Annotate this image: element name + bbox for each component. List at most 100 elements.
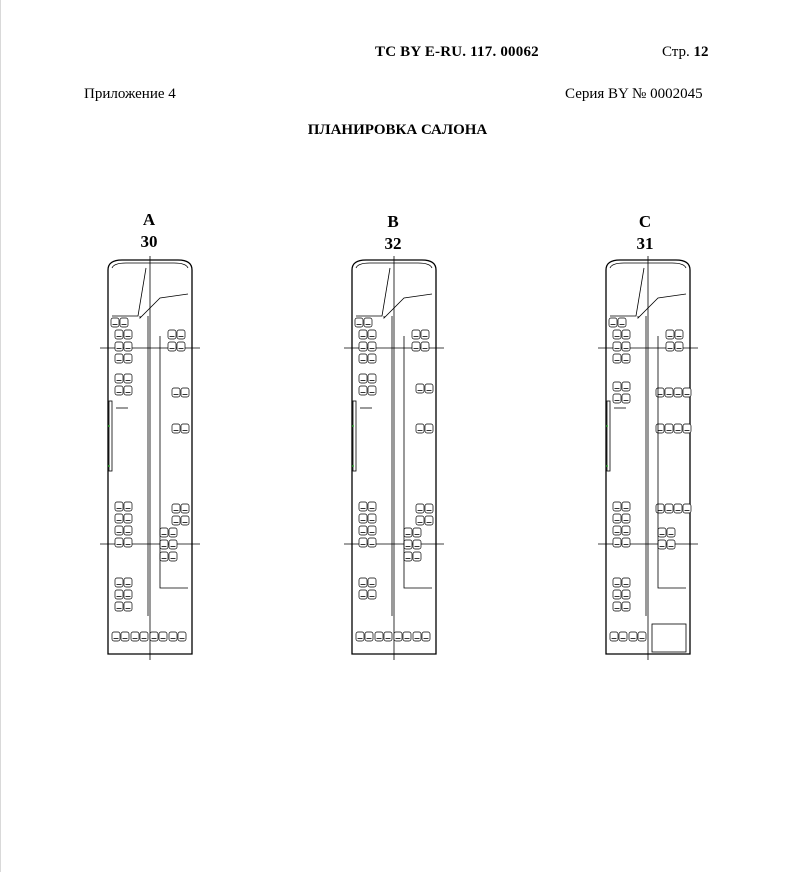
seat bbox=[168, 551, 178, 562]
seat bbox=[354, 317, 364, 328]
seat bbox=[168, 527, 178, 538]
seat bbox=[168, 539, 178, 550]
seat bbox=[114, 373, 124, 384]
seating-plan-c bbox=[598, 256, 698, 660]
seat bbox=[171, 503, 181, 514]
seat bbox=[612, 577, 622, 588]
seat bbox=[612, 353, 622, 364]
seat bbox=[358, 353, 368, 364]
seat bbox=[412, 551, 422, 562]
seat bbox=[665, 341, 675, 352]
seat bbox=[411, 341, 421, 352]
seat bbox=[363, 317, 373, 328]
seat bbox=[403, 527, 413, 538]
seat bbox=[110, 317, 120, 328]
variant-a-label: A 30 bbox=[104, 209, 194, 253]
seat bbox=[673, 423, 683, 434]
seat bbox=[621, 329, 631, 340]
door-marker bbox=[606, 425, 608, 427]
seat bbox=[114, 341, 124, 352]
seat bbox=[167, 341, 177, 352]
seat bbox=[612, 381, 622, 392]
seat bbox=[114, 353, 124, 364]
seat bbox=[655, 423, 665, 434]
seat bbox=[402, 631, 412, 642]
door-marker bbox=[108, 465, 110, 467]
seat bbox=[123, 329, 133, 340]
page-number: Стр. 12 bbox=[662, 44, 709, 60]
seat bbox=[168, 631, 178, 642]
door-marker bbox=[108, 425, 110, 427]
seat bbox=[171, 387, 181, 398]
seat bbox=[412, 539, 422, 550]
seat bbox=[367, 589, 377, 600]
seat bbox=[612, 341, 622, 352]
seat bbox=[415, 383, 425, 394]
seat bbox=[674, 341, 684, 352]
seat bbox=[367, 385, 377, 396]
seat bbox=[158, 631, 168, 642]
variant-a-letter: A bbox=[142, 210, 156, 229]
seat bbox=[621, 589, 631, 600]
front-partition bbox=[139, 293, 189, 319]
seat bbox=[367, 353, 377, 364]
seat bbox=[114, 537, 124, 548]
appendix-label: Приложение 4 bbox=[84, 86, 176, 102]
seat bbox=[358, 577, 368, 588]
seat bbox=[367, 537, 377, 548]
door bbox=[606, 400, 611, 472]
page-title: ПЛАНИРОВКА САЛОНА bbox=[307, 122, 488, 138]
seat bbox=[123, 577, 133, 588]
seat bbox=[664, 503, 674, 514]
variant-b-letter: B bbox=[387, 212, 399, 231]
seat bbox=[412, 527, 422, 538]
seat bbox=[180, 503, 190, 514]
rear-compartment bbox=[651, 623, 687, 653]
seat bbox=[420, 329, 430, 340]
seat bbox=[612, 393, 622, 404]
seat bbox=[411, 329, 421, 340]
seating-plan-a bbox=[100, 256, 200, 660]
seat bbox=[159, 551, 169, 562]
seat bbox=[628, 631, 638, 642]
seat bbox=[180, 515, 190, 526]
seat bbox=[123, 341, 133, 352]
seat bbox=[621, 513, 631, 524]
seat bbox=[123, 589, 133, 600]
front-partition bbox=[637, 293, 687, 319]
seat bbox=[655, 503, 665, 514]
seat bbox=[664, 387, 674, 398]
seat bbox=[618, 631, 628, 642]
seat bbox=[612, 329, 622, 340]
seat bbox=[171, 515, 181, 526]
seat bbox=[621, 577, 631, 588]
seat bbox=[123, 501, 133, 512]
seat bbox=[424, 383, 434, 394]
seat bbox=[621, 525, 631, 536]
seat bbox=[657, 527, 667, 538]
seat bbox=[682, 423, 692, 434]
seat bbox=[621, 537, 631, 548]
seat bbox=[682, 387, 692, 398]
seat bbox=[612, 525, 622, 536]
door-marker bbox=[352, 465, 354, 467]
seat bbox=[367, 501, 377, 512]
seat bbox=[674, 329, 684, 340]
seat bbox=[180, 387, 190, 398]
seat bbox=[612, 501, 622, 512]
seat bbox=[364, 631, 374, 642]
seat bbox=[621, 501, 631, 512]
seat bbox=[415, 423, 425, 434]
seat bbox=[177, 631, 187, 642]
seat bbox=[149, 631, 159, 642]
seat bbox=[621, 341, 631, 352]
seat bbox=[176, 341, 186, 352]
seat bbox=[665, 329, 675, 340]
seat bbox=[637, 631, 647, 642]
seat bbox=[621, 353, 631, 364]
seat bbox=[621, 393, 631, 404]
seat bbox=[123, 537, 133, 548]
seat bbox=[403, 551, 413, 562]
seat bbox=[123, 373, 133, 384]
seat bbox=[412, 631, 422, 642]
